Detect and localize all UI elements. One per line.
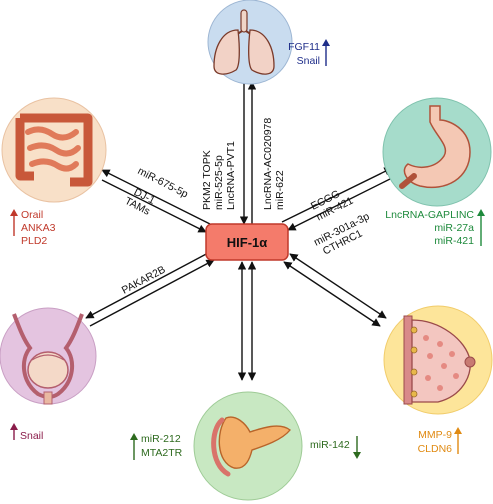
pancreas-up-arrow-icon [130, 433, 138, 460]
hub-to-stomach-arrow [281, 167, 393, 223]
intestine-marker-orail: Orail [21, 209, 43, 221]
hub-breast-arrow-a [289, 253, 387, 319]
intestine-markers: Orail ANKA3 PLD2 [10, 209, 56, 247]
pancreas-marker-mir142: miR-142 [310, 439, 350, 451]
edge-labels-lung-left: PKM2 TOPK miR-525-5p LncRNA-PVT1 [201, 141, 237, 210]
stomach-to-hub-arrow [287, 177, 393, 231]
lung-marker-fgf11: FGF11 [288, 41, 320, 53]
stomach-markers: LncRNA-GAPLINC miR-27a miR-421 [385, 209, 485, 247]
breast-markers: MMP-9 CLDN6 [418, 427, 462, 455]
bladder-to-hub-arrow [89, 259, 215, 327]
bladder-marker-snail: Snail [20, 430, 43, 442]
lung-markers: FGF11 Snail [288, 39, 330, 67]
hub-box [205, 223, 289, 261]
intestine-node [1, 97, 107, 203]
stomach-icon [399, 105, 471, 189]
intestine-marker-pld2: PLD2 [21, 235, 47, 247]
hub-to-intestine-arrow [101, 169, 211, 225]
lung-marker-snail: Snail [297, 55, 320, 67]
edge-label-mir622: miR-622 [274, 170, 286, 210]
lung-icon [213, 9, 275, 75]
stomach-marker-gaplinc: LncRNA-GAPLINC [385, 209, 474, 221]
edge-labels-lung-right: LncRNA-AC020978 miR-622 [262, 118, 286, 210]
hub-breast-arrow-b [283, 261, 381, 327]
connector-arrows [85, 81, 393, 381]
bladder-icon [12, 313, 84, 405]
pancreas-down-arrow-icon [353, 436, 361, 459]
edge-label-pkm2: PKM2 TOPK [201, 150, 213, 210]
edge-label-pvt1: LncRNA-PVT1 [225, 141, 237, 210]
hub-to-bladder-arrow [85, 251, 211, 319]
pancreas-marker-mir212: miR-212 [141, 433, 181, 445]
breast-up-arrow-icon [454, 427, 462, 454]
edge-labels-intestine-bottom: DJ-1 TAMs [123, 186, 157, 218]
bladder-node [0, 307, 97, 405]
intestine-marker-anka3: ANKA3 [21, 222, 56, 234]
pancreas-node [193, 391, 303, 501]
lung-up-arrow-icon [322, 39, 330, 66]
hif1a-hub: HIF-1α [205, 223, 289, 261]
edge-label-ac020978: LncRNA-AC020978 [262, 118, 274, 210]
stomach-node [382, 97, 492, 207]
intestine-up-arrow-icon [10, 209, 18, 236]
stomach-up-arrow-icon [477, 209, 485, 246]
edge-label-pakar2b: PAKAR2B [120, 264, 168, 297]
hub-label: HIF-1α [227, 235, 268, 250]
lung-node [207, 0, 293, 85]
stomach-marker-mir27a: miR-27a [434, 222, 474, 234]
pancreas-icon [211, 416, 291, 477]
breast-marker-cldn6: CLDN6 [418, 443, 453, 455]
bladder-markers: Snail [10, 423, 43, 442]
breast-marker-mmp9: MMP-9 [418, 429, 452, 441]
intestine-icon [15, 113, 93, 187]
bladder-up-arrow-icon [10, 423, 18, 440]
intestine-to-hub-arrow [101, 179, 207, 233]
pancreas-marker-mta2tr: MTA2TR [141, 447, 183, 459]
stomach-marker-mir421: miR-421 [434, 235, 474, 247]
edge-label-mir525: miR-525-5p [213, 155, 225, 210]
breast-node [383, 305, 493, 415]
pancreas-markers: miR-212 MTA2TR miR-142 [130, 433, 361, 460]
breast-icon [403, 315, 476, 405]
